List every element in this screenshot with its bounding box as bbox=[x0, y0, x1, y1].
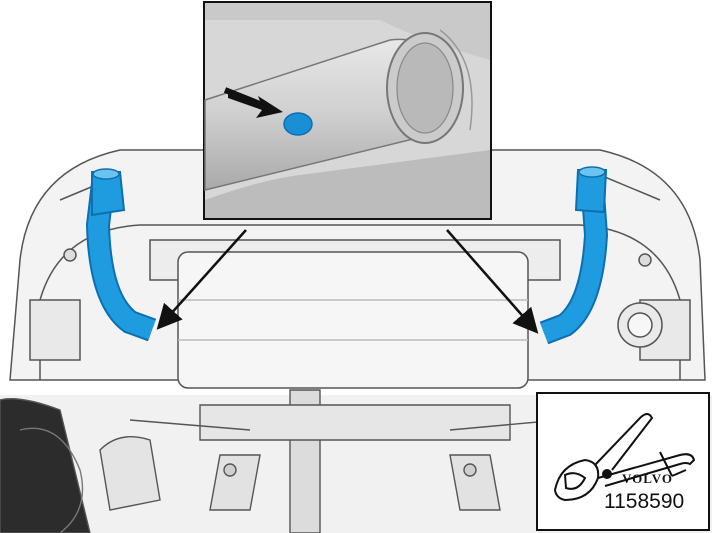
right-tailpipe bbox=[539, 166, 609, 345]
pliers-icon bbox=[553, 413, 696, 502]
detail-inset bbox=[203, 1, 492, 220]
underbody-details bbox=[0, 389, 712, 533]
tool-part-number: 1158590 bbox=[604, 490, 685, 513]
callout-arrow-left bbox=[156, 229, 247, 330]
tool-brand-label: VOLVO bbox=[622, 471, 673, 486]
left-tailpipe bbox=[85, 168, 157, 342]
rear-silencer bbox=[177, 251, 529, 389]
tool-box bbox=[536, 392, 710, 531]
marking-dot bbox=[283, 112, 313, 136]
callout-arrow-right bbox=[446, 229, 539, 334]
